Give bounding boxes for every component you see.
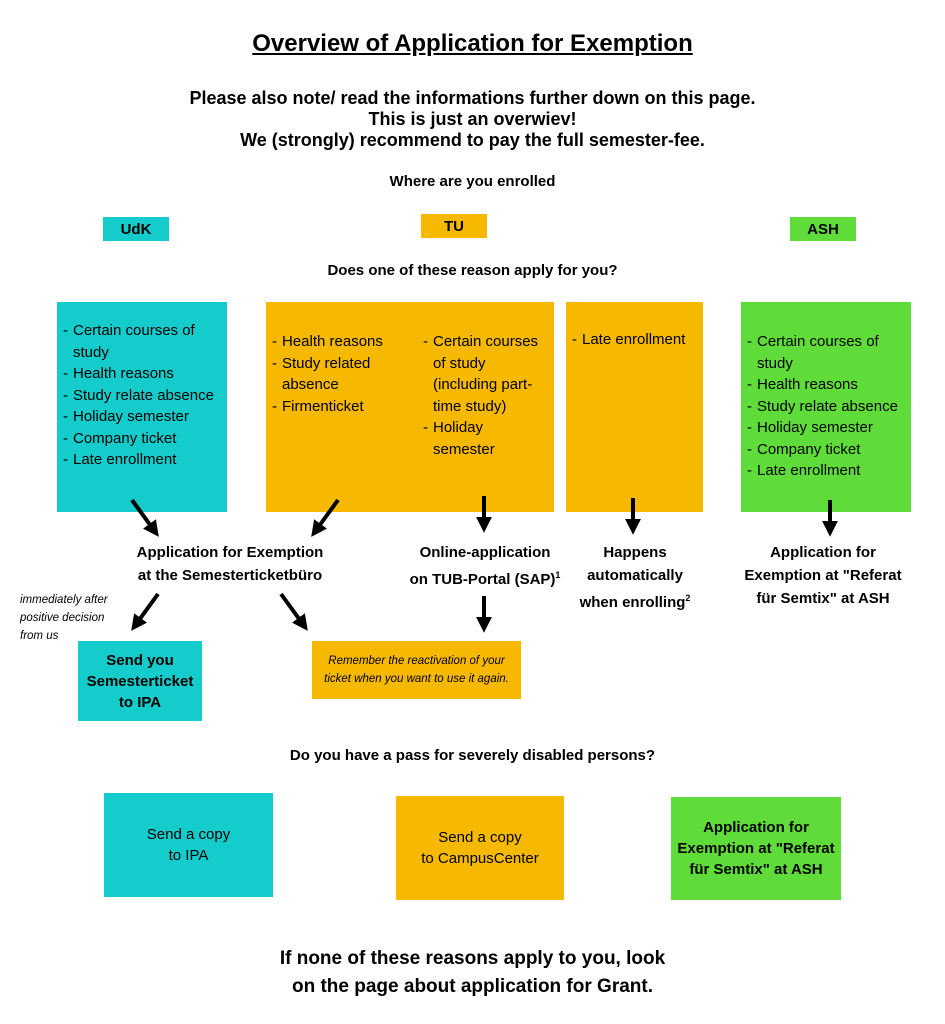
list-item: -Certain courses of study	[63, 322, 195, 361]
list-item: -Late enrollment	[747, 462, 861, 479]
ash-reasons-box: -Certain courses of study -Health reason…	[741, 302, 911, 512]
list-item: -Company ticket	[747, 440, 861, 458]
list-item: -Certain courses of study (including par…	[423, 333, 539, 415]
tu-reasons-box-c: -Late enrollment	[566, 302, 703, 512]
disabled-udk-box: Send a copy to IPA	[104, 793, 273, 897]
tu-reasons-box-b: -Certain courses of study (including par…	[417, 302, 554, 512]
automatic-label: Happens automatically when enrolling2	[579, 544, 691, 611]
udk-tag: UdK	[103, 217, 169, 241]
immediately-note: immediately after positive decision from…	[20, 594, 108, 642]
ash-tag: ASH	[790, 217, 856, 241]
list-item: -Late enrollment	[63, 451, 177, 468]
bottom-note: If none of these reasons apply to you, l…	[279, 948, 666, 997]
list-item: -Study related absence	[272, 354, 371, 394]
semesterticket-exemption-label: Application for Exemption at the Semeste…	[136, 544, 324, 584]
reactivation-note-box: Remember the reactivation of your ticket…	[312, 641, 521, 699]
page-title: Overview of Application for Exemption	[252, 30, 693, 57]
list-item: -Study relate absence	[63, 386, 214, 404]
list-item: -Health reasons	[63, 365, 174, 382]
list-item: -Holiday semester	[747, 419, 873, 436]
disabled-ash-box: Application for Exemption at "Referat fü…	[671, 797, 841, 900]
send-ipa-box: Send you Semesterticket to IPA	[78, 641, 202, 721]
disabled-tu-box: Send a copy to CampusCenter	[396, 796, 564, 900]
arrow-icon	[131, 592, 160, 631]
online-application-label: Online-application on TUB-Portal (SAP)1	[409, 544, 561, 588]
list-item: -Company ticket	[63, 429, 177, 447]
intro-line: This is just an overwiev!	[368, 109, 577, 129]
tu-reasons-box-a: -Health reasons -Study related absence -…	[266, 302, 431, 512]
list-item: -Firmenticket	[272, 397, 364, 415]
list-item: -Holiday semester	[423, 419, 495, 458]
list-item: -Health reasons	[747, 376, 858, 393]
ash-exemption-label: Application for Exemption at "Referat fü…	[744, 544, 902, 607]
intro-text: Please also note/ read the informations …	[0, 88, 945, 151]
question-reasons: Does one of these reason apply for you?	[327, 262, 618, 279]
arrow-icon	[279, 592, 308, 631]
intro-line: We (strongly) recommend to pay the full …	[240, 130, 705, 150]
udk-reasons-box: -Certain courses of study -Health reason…	[57, 302, 227, 512]
list-item: -Study relate absence	[747, 397, 898, 415]
list-item: -Certain courses of study	[747, 333, 879, 372]
list-item: -Holiday semester	[63, 408, 189, 425]
question-enrolled: Where are you enrolled	[389, 173, 556, 190]
list-item: -Late enrollment	[572, 331, 686, 348]
tu-tag: TU	[421, 214, 487, 238]
list-item: -Health reasons	[272, 333, 383, 350]
intro-line: Please also note/ read the informations …	[189, 88, 756, 108]
question-disabled: Do you have a pass for severely disabled…	[289, 747, 656, 764]
